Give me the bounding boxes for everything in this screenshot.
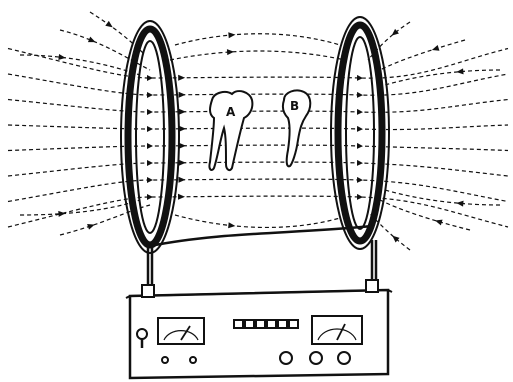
field-arrow [431, 45, 439, 53]
field-arrow [227, 49, 234, 55]
field-line [8, 125, 508, 130]
field-line [175, 215, 340, 227]
field-line [8, 49, 508, 79]
field-line [175, 34, 340, 45]
field-arrow [58, 210, 65, 216]
field-line [385, 70, 500, 85]
field-arrow [179, 92, 186, 98]
field-line [8, 100, 508, 113]
field-line [20, 200, 140, 215]
field-arrow [228, 32, 235, 39]
field-arrow [87, 222, 96, 230]
field-arrow [179, 126, 186, 132]
magnetic-field-lines [8, 12, 508, 250]
field-arrow [178, 177, 185, 183]
field-arrow [105, 21, 114, 30]
field-arrow [456, 68, 464, 75]
field-arrow [88, 37, 97, 45]
field-arrow [179, 109, 186, 115]
right-meter [312, 316, 362, 344]
field-line [380, 40, 465, 70]
tooth-b-label: B [290, 99, 299, 113]
field-arrow [228, 222, 236, 229]
control-knobs [280, 352, 350, 364]
field-arrow [58, 54, 66, 61]
tooth-a: A [209, 91, 252, 170]
field-line [8, 162, 508, 176]
digital-display [234, 320, 298, 328]
left-coil [121, 21, 179, 253]
field-arrow [179, 143, 186, 149]
field-arrow [434, 218, 442, 226]
tooth-b: B [283, 90, 310, 166]
field-line [170, 51, 345, 60]
field-arrow [178, 194, 185, 200]
left-meter [158, 318, 204, 344]
field-line [385, 190, 500, 205]
field-arrow [178, 75, 185, 81]
connecting-wires [148, 226, 376, 288]
field-generator-device [126, 280, 392, 378]
field-line [8, 179, 508, 201]
field-line [8, 145, 508, 150]
tooth-a-label: A [226, 105, 236, 119]
field-arrow [456, 200, 464, 207]
field-line [20, 55, 140, 75]
field-arrow [179, 160, 186, 166]
right-coil [331, 17, 389, 249]
